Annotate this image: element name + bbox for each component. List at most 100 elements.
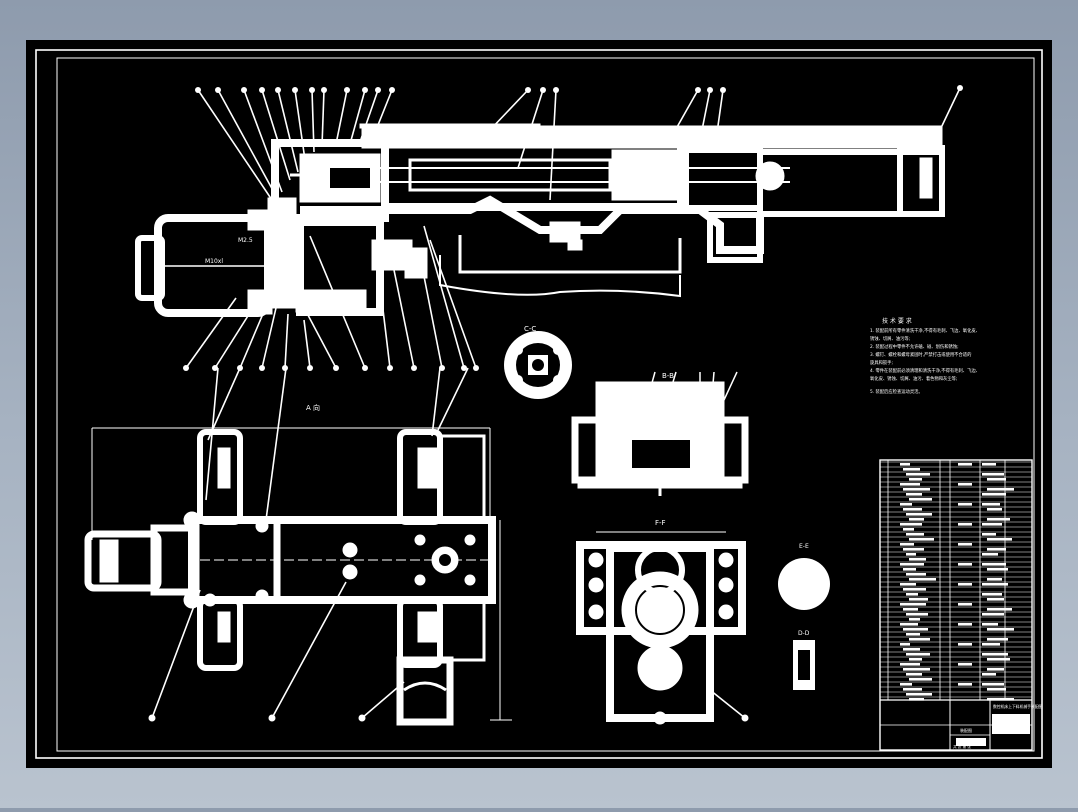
parts-list-cell-mark — [900, 643, 910, 646]
motor-label-2: M2.5 — [238, 237, 253, 244]
parts-list-table — [879, 459, 1033, 751]
section-ff-label: F-F — [655, 519, 666, 527]
parts-list-cell-mark — [906, 473, 930, 476]
parts-list-cell-mark — [982, 583, 1008, 586]
parts-list-cell-mark — [987, 688, 1006, 691]
parts-list-cell-mark — [900, 523, 922, 526]
parts-list-cell-mark — [987, 598, 1004, 601]
title-block-row2: 共 张 第 张 — [953, 744, 971, 749]
parts-list-cell-mark — [987, 698, 1014, 701]
parts-list-cell-mark — [982, 463, 996, 466]
parts-list-cell-mark — [958, 643, 972, 646]
parts-list-cell-mark — [900, 623, 918, 626]
parts-list-cell-mark — [958, 503, 972, 506]
parts-list-cell-mark — [982, 673, 996, 676]
parts-list-cell-mark — [909, 658, 922, 661]
section-ee-label: E-E — [799, 543, 809, 550]
parts-list-cell-mark — [982, 473, 1004, 476]
parts-list-cell-mark — [909, 478, 922, 481]
view-a-label: A 向 — [306, 403, 320, 412]
parts-list-cell-mark — [909, 498, 932, 501]
parts-list-cell-mark — [958, 463, 972, 466]
title-block-name: 数控机床上下料机械手装配图 — [993, 704, 1043, 709]
tech-line-2: 锈蚀、切屑、油污等; — [870, 335, 910, 342]
parts-list-cell-mark — [987, 518, 1010, 521]
parts-list-cell-mark — [987, 628, 1014, 631]
parts-list-cell-mark — [900, 463, 910, 466]
parts-list-cell-mark — [958, 543, 972, 546]
parts-list-cell-mark — [900, 603, 926, 606]
tech-line-3: 2. 装配过程中零件不允许磕、碰、划伤和锈蚀; — [870, 343, 959, 350]
parts-list-cell-mark — [909, 698, 924, 701]
parts-list-cell-mark — [982, 523, 1002, 526]
section-bb-label: B-B — [662, 372, 674, 380]
parts-list-cell-mark — [982, 553, 998, 556]
main-elevation-view — [135, 123, 945, 317]
parts-list-cell-mark — [906, 673, 922, 676]
section-ee-view: E-E — [778, 543, 830, 610]
parts-list-cell-mark — [987, 568, 1008, 571]
parts-list-cell-mark — [903, 608, 918, 611]
section-ff-view: F-F — [576, 519, 749, 725]
parts-list-cell-mark — [958, 523, 972, 526]
parts-list-cell-mark — [903, 688, 922, 691]
tech-title: 技 术 要 求 — [882, 317, 912, 325]
parts-list-cell-mark — [958, 623, 972, 626]
tech-line-7: 氧化皮、锈蚀、切屑、油污、着色物和灰尘等; — [870, 375, 957, 382]
tech-line-5: 旋具和扳手; — [870, 359, 893, 366]
parts-list-cell-mark — [982, 563, 1006, 566]
parts-list-cell-mark — [903, 628, 928, 631]
parts-list-cell-mark — [906, 513, 932, 516]
parts-list-cell-mark — [906, 693, 932, 696]
parts-list-cell-mark — [906, 653, 930, 656]
parts-list-cell-mark — [958, 483, 972, 486]
parts-list-cell-mark — [987, 638, 1008, 641]
parts-list-cell-mark — [900, 543, 914, 546]
parts-list-cell-mark — [900, 683, 912, 686]
parts-list-cell-mark — [987, 478, 1006, 481]
parts-list-cell-mark — [903, 648, 920, 651]
parts-list-cell-mark — [909, 558, 926, 561]
parts-list-cell-mark — [909, 518, 924, 521]
parts-list-cell-mark — [900, 503, 912, 506]
parts-list-cell-mark — [982, 683, 1004, 686]
parts-list-cell-mark — [982, 613, 1004, 616]
parts-list-cell-mark — [987, 548, 1006, 551]
tech-line-6: 4. 零件在装配前必须清理和清洗干净,不得有毛刺、飞边、 — [870, 367, 980, 374]
inner-border — [56, 57, 1035, 752]
motor-label: M10xl — [205, 258, 223, 265]
parts-list-cell-mark — [987, 488, 1014, 491]
leader-lines-top — [185, 87, 961, 369]
parts-list-cell-mark — [906, 533, 924, 536]
parts-list-cell-mark — [987, 538, 1012, 541]
parts-list-cell-mark — [982, 533, 996, 536]
section-dd-view: D-D — [793, 630, 815, 690]
parts-list-cell-mark — [903, 588, 926, 591]
parts-list-cell-mark — [958, 683, 972, 686]
parts-list-cell-mark — [903, 468, 920, 471]
parts-list-cell-mark — [900, 583, 916, 586]
parts-list-cell-mark — [982, 623, 998, 626]
parts-list-cell-mark — [987, 508, 1002, 511]
parts-list-cell-mark — [906, 613, 928, 616]
section-bb-view: B-B — [571, 371, 749, 496]
parts-list-cell-mark — [987, 658, 1010, 661]
parts-list-cell-mark — [958, 563, 972, 566]
parts-list-cell-mark — [900, 483, 920, 486]
parts-list-cell-mark — [909, 598, 928, 601]
section-dd-label: D-D — [798, 630, 810, 637]
parts-list-cell-mark — [900, 663, 920, 666]
tech-line-1: 1. 装配前所有零件清洗干净,不得有毛刺、飞边、氧化皮、 — [870, 327, 980, 334]
tech-line-8: 5. 装配后应检查运动灵活。 — [870, 388, 923, 395]
parts-list-cell-mark — [987, 668, 1004, 671]
parts-list-cell-mark — [903, 568, 916, 571]
parts-list-cell-mark — [982, 653, 1008, 656]
parts-list-cell-mark — [982, 593, 1002, 596]
title-block-row1: 装配图 — [960, 727, 972, 733]
parts-list-cell-mark — [987, 608, 1012, 611]
parts-list-cell-mark — [909, 538, 934, 541]
parts-list-cell-mark — [903, 528, 914, 531]
parts-list-cell-mark — [958, 583, 972, 586]
parts-list-cell-mark — [958, 663, 972, 666]
